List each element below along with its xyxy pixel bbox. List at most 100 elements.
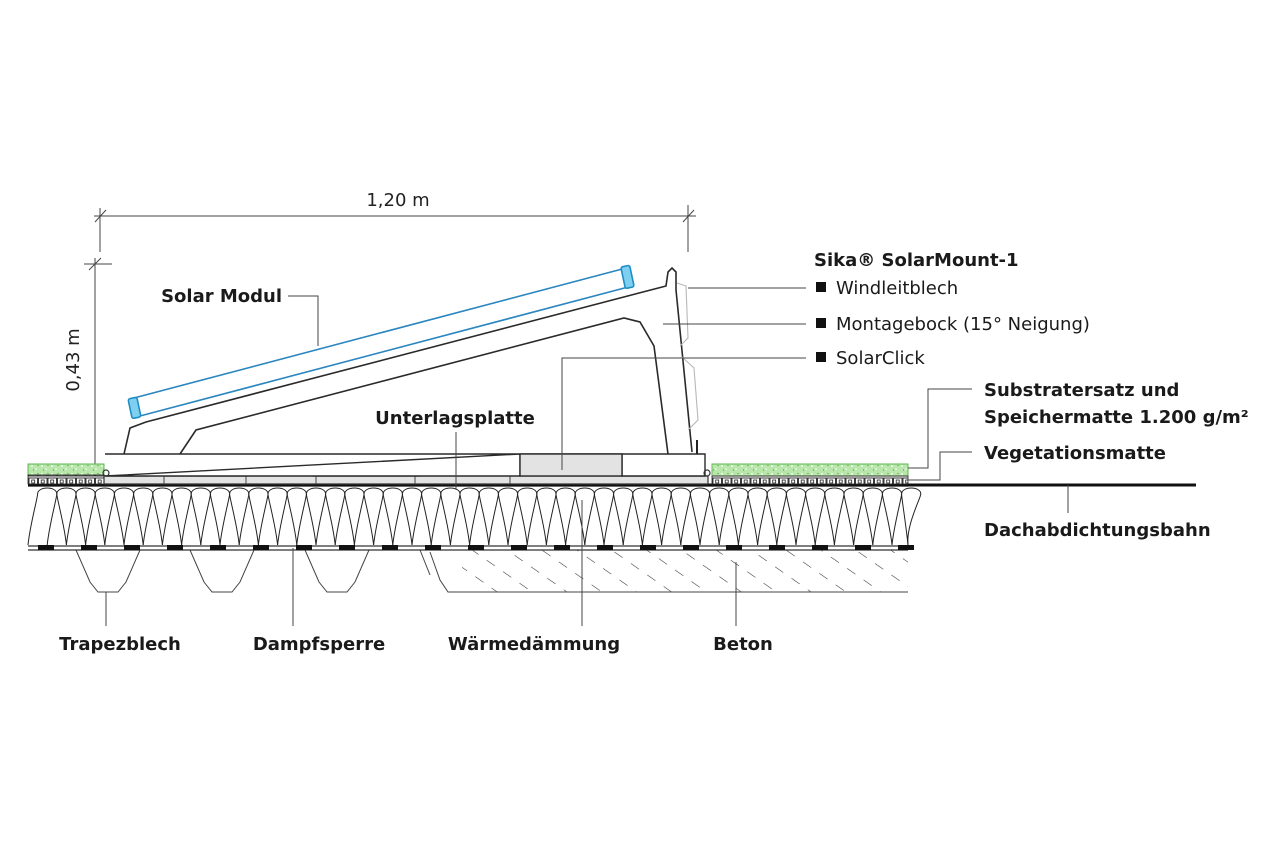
insulation-loop: [603, 487, 643, 546]
insulation-loop: [526, 487, 567, 546]
label-unterlagsplatte: Unterlagsplatte: [375, 408, 535, 429]
insulation-loop: [814, 487, 855, 546]
insulation-loop: [277, 487, 317, 546]
insulation-loop: [430, 487, 471, 546]
component-item-windleitblech: Windleitblech: [816, 278, 958, 299]
vapor-barrier-block: [425, 545, 441, 550]
vapor-barrier-block: [296, 545, 312, 550]
insulation-loop: [46, 487, 87, 546]
height-tick-top: [88, 257, 102, 271]
insulation-loop: [315, 487, 355, 546]
insulation-loop: [545, 487, 586, 546]
insulation-loop: [373, 487, 413, 546]
insulation-loop: [334, 487, 375, 546]
insulation-loop: [219, 487, 259, 546]
height-dimension: 0,43 m: [63, 257, 112, 470]
insulation-loop: [142, 487, 183, 546]
vapor-barrier-block: [726, 545, 742, 550]
insulation-loop: [161, 487, 202, 546]
insulation-loop: [200, 487, 240, 546]
insulation-loop: [622, 487, 663, 546]
vapor-barrier-block: [855, 545, 871, 550]
base-clip-left: [102, 469, 110, 477]
component-label: SolarClick: [836, 348, 925, 369]
component-label: Montagebock (15° Neigung): [836, 314, 1090, 335]
insulation-loop: [757, 487, 797, 546]
bullet-square-icon: [816, 352, 826, 362]
bullet-square-icon: [816, 318, 826, 328]
insulation-loop: [565, 487, 605, 546]
vapor-barrier-block: [468, 545, 484, 550]
insulation-loop: [795, 487, 835, 546]
component-label: Windleitblech: [836, 278, 958, 299]
vapor-barrier-block: [124, 545, 140, 550]
insulation-loop: [353, 487, 394, 546]
bullet-square-icon: [816, 282, 826, 292]
insulation-loop: [641, 487, 682, 546]
vapor-barrier-block: [683, 545, 699, 550]
height-dimension-label: 0,43 m: [63, 328, 84, 391]
component-item-solarclick: SolarClick: [816, 348, 925, 369]
product-title: Sika® SolarMount-1: [814, 250, 1019, 271]
insulation-loop: [238, 487, 279, 546]
vapor-barrier-block: [382, 545, 398, 550]
vapor-barrier-block: [812, 545, 828, 550]
insulation-loop: [776, 487, 816, 546]
insulation-loop: [85, 487, 125, 546]
vapor-barrier-block: [339, 545, 355, 550]
insulation-loop: [584, 487, 624, 546]
vegetation-right: [711, 463, 909, 485]
trapezblech-profile: [75, 549, 431, 593]
insulation-loop: [392, 487, 432, 546]
label-dachabdichtungsbahn: Dachabdichtungsbahn: [984, 520, 1211, 541]
component-list: Windleitblech Montagebock (15° Neigung) …: [816, 278, 1090, 369]
label-solar-modul: Solar Modul: [161, 286, 282, 307]
insulation-loop: [296, 487, 336, 546]
vapor-barrier-block: [640, 545, 656, 550]
insulation-loop: [104, 487, 144, 546]
insulation-loop: [27, 487, 67, 546]
insulation-loop: [661, 487, 701, 546]
width-dimension: 1,20 m: [94, 190, 696, 252]
insulation-loop: [833, 487, 874, 546]
insulation-loop: [891, 487, 922, 546]
insulation-loop: [257, 487, 298, 546]
insulation-loop: [469, 487, 509, 546]
vapor-barrier-block: [769, 545, 785, 550]
width-dimension-label: 1,20 m: [366, 190, 429, 211]
base-clip-right: [703, 469, 711, 477]
insulation-loop: [718, 487, 759, 546]
label-waermedaemmung: Wärmedämmung: [448, 634, 620, 655]
montagebock-frame: [123, 266, 698, 455]
solarclick-block: [519, 453, 623, 477]
vapor-barrier-block: [597, 545, 613, 550]
insulation-loop: [123, 487, 163, 546]
insulation-loop: [65, 487, 106, 546]
vapor-barrier-block: [554, 545, 570, 550]
insulation-loop: [507, 487, 547, 546]
vapor-barrier-block: [38, 545, 54, 550]
label-vegetationsmatte: Vegetationsmatte: [984, 443, 1166, 464]
leader-lines: [105, 287, 1069, 626]
solar-module-bottom-edge: [139, 285, 633, 417]
beton-layer: [429, 550, 908, 593]
solar-module-clamp-left: [127, 396, 142, 420]
insulation-loop: [737, 487, 778, 546]
insulation-loop: [449, 487, 490, 546]
insulation-loop: [680, 487, 720, 546]
solar-module-clamp-right: [620, 264, 635, 290]
label-dampfsperre: Dampfsperre: [253, 634, 385, 655]
vapor-barrier-block: [167, 545, 183, 550]
vapor-barrier-block: [511, 545, 527, 550]
label-substrat-line1: Substratersatz und: [984, 380, 1179, 401]
vapor-barrier-block: [81, 545, 97, 550]
vegetation-left: [27, 463, 105, 485]
solar-module-top-edge: [133, 267, 627, 399]
width-tick-right: [682, 209, 695, 223]
insulation-loop: [872, 487, 909, 546]
vapor-barrier-block: [898, 545, 914, 550]
insulation-loop: [488, 487, 528, 546]
solar-module: [127, 264, 635, 420]
width-tick-left: [94, 209, 107, 223]
